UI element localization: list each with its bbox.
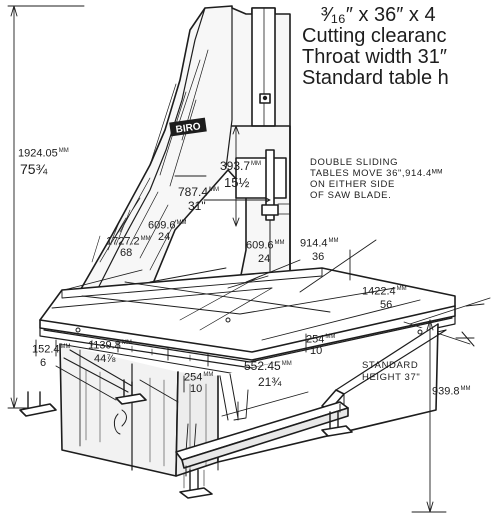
note-tables-line-3: ON EITHER SIDE <box>310 179 395 190</box>
foot-mm-label: 152.4MM <box>32 343 71 356</box>
throat-mm-label: 787.4MM <box>178 185 220 199</box>
saw-frame <box>69 5 291 316</box>
table-length-in-label: 68 <box>120 247 133 259</box>
slide-in-label: 36 <box>312 251 325 263</box>
note-tables-line-1: DOUBLE SLIDING <box>310 157 399 168</box>
base-depth-mm-label: 552.45MM <box>244 359 292 373</box>
table-width-2-in-label: 24 <box>258 253 271 265</box>
base-width-in-label: 44⅞ <box>94 353 116 365</box>
throat-in-label: 31" <box>188 199 206 213</box>
note-height-line-2: HEIGHT 37" <box>362 372 421 383</box>
brand-label: BIRO <box>175 121 202 135</box>
base-depth-in-label: 21¾ <box>258 375 282 389</box>
slide-mm-label: 914.4MM <box>300 237 339 250</box>
note-tables-line-2: TABLES MOVE 36",914.4ᴹᴹ <box>310 168 443 179</box>
depth-mm-label: 1422.4MM <box>362 285 407 298</box>
base-width-mm-label: 1139.8MM <box>88 339 132 352</box>
spec-line-clearance: Cutting clearanc <box>302 25 447 47</box>
foot-in-label: 6 <box>40 357 47 369</box>
clearance-mm-label: 393.7MM <box>220 159 262 173</box>
leg-2-in-label: 10 <box>310 345 323 357</box>
spec-line-throat: Throat width 31″ <box>302 46 447 68</box>
leg-mm-label: 254MM <box>184 371 214 384</box>
spec-line-table-height: Standard table h <box>302 67 449 89</box>
spec-line-blade: ³⁄₁₆″ x 36″ x 4 <box>321 4 436 26</box>
table-width-mm-label: 609.6MM <box>148 219 187 232</box>
floor-frame <box>19 379 353 499</box>
note-tables-line-4: OF SAW BLADE. <box>310 190 392 201</box>
leg-2-mm-label: 254MM <box>306 333 336 346</box>
leg-in-label: 10 <box>190 383 203 395</box>
note-height-line-1: STANDARD <box>362 360 419 371</box>
dimension-lines <box>7 5 491 513</box>
table-length-mm-label: 1727.2MM <box>106 235 151 248</box>
overall-height-mm-label: 1924.05MM <box>18 147 69 160</box>
depth-in-label: 56 <box>380 299 393 311</box>
table-width-2-mm-label: 609.6MM <box>246 239 285 252</box>
clearance-in-label: 15½ <box>224 175 250 190</box>
overall-height-in-label: 75¾ <box>20 161 48 177</box>
standard-height-mm-label: 939.8MM <box>432 385 471 398</box>
table-width-in-label: 24 <box>158 231 171 243</box>
